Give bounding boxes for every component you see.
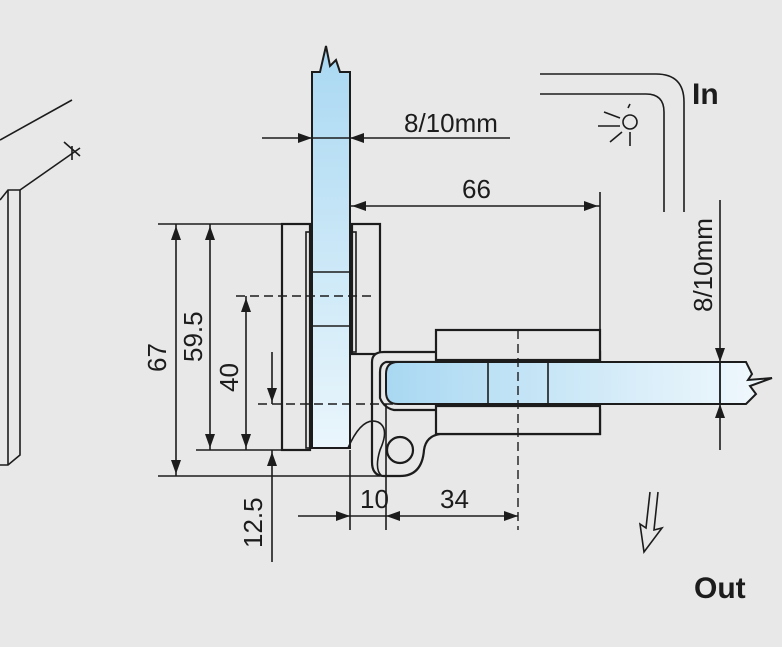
vertical-glass-panel — [311, 45, 351, 449]
out-label: Out — [694, 572, 746, 605]
dim-59-5: 59.5 — [178, 311, 208, 362]
dim-66: 66 — [462, 174, 491, 204]
horizontal-glass-panel — [385, 361, 773, 405]
inside-indicator — [540, 73, 685, 212]
dimension-lines — [158, 133, 725, 562]
dim-10: 10 — [360, 484, 389, 514]
dim-glass-thickness-side: 8/10mm — [688, 218, 718, 312]
dim-40: 40 — [214, 363, 244, 392]
dim-glass-thickness-top: 8/10mm — [404, 108, 498, 138]
dim-67: 67 — [142, 343, 172, 372]
clamp-plates — [280, 222, 382, 452]
dim-12-5: 12.5 — [238, 497, 268, 548]
sun-icon — [598, 103, 638, 146]
left-partial-sketch — [0, 99, 81, 466]
outside-arrow-icon — [638, 491, 664, 555]
dim-34: 34 — [440, 484, 469, 514]
in-label: In — [692, 78, 719, 111]
centerlines — [236, 295, 519, 530]
